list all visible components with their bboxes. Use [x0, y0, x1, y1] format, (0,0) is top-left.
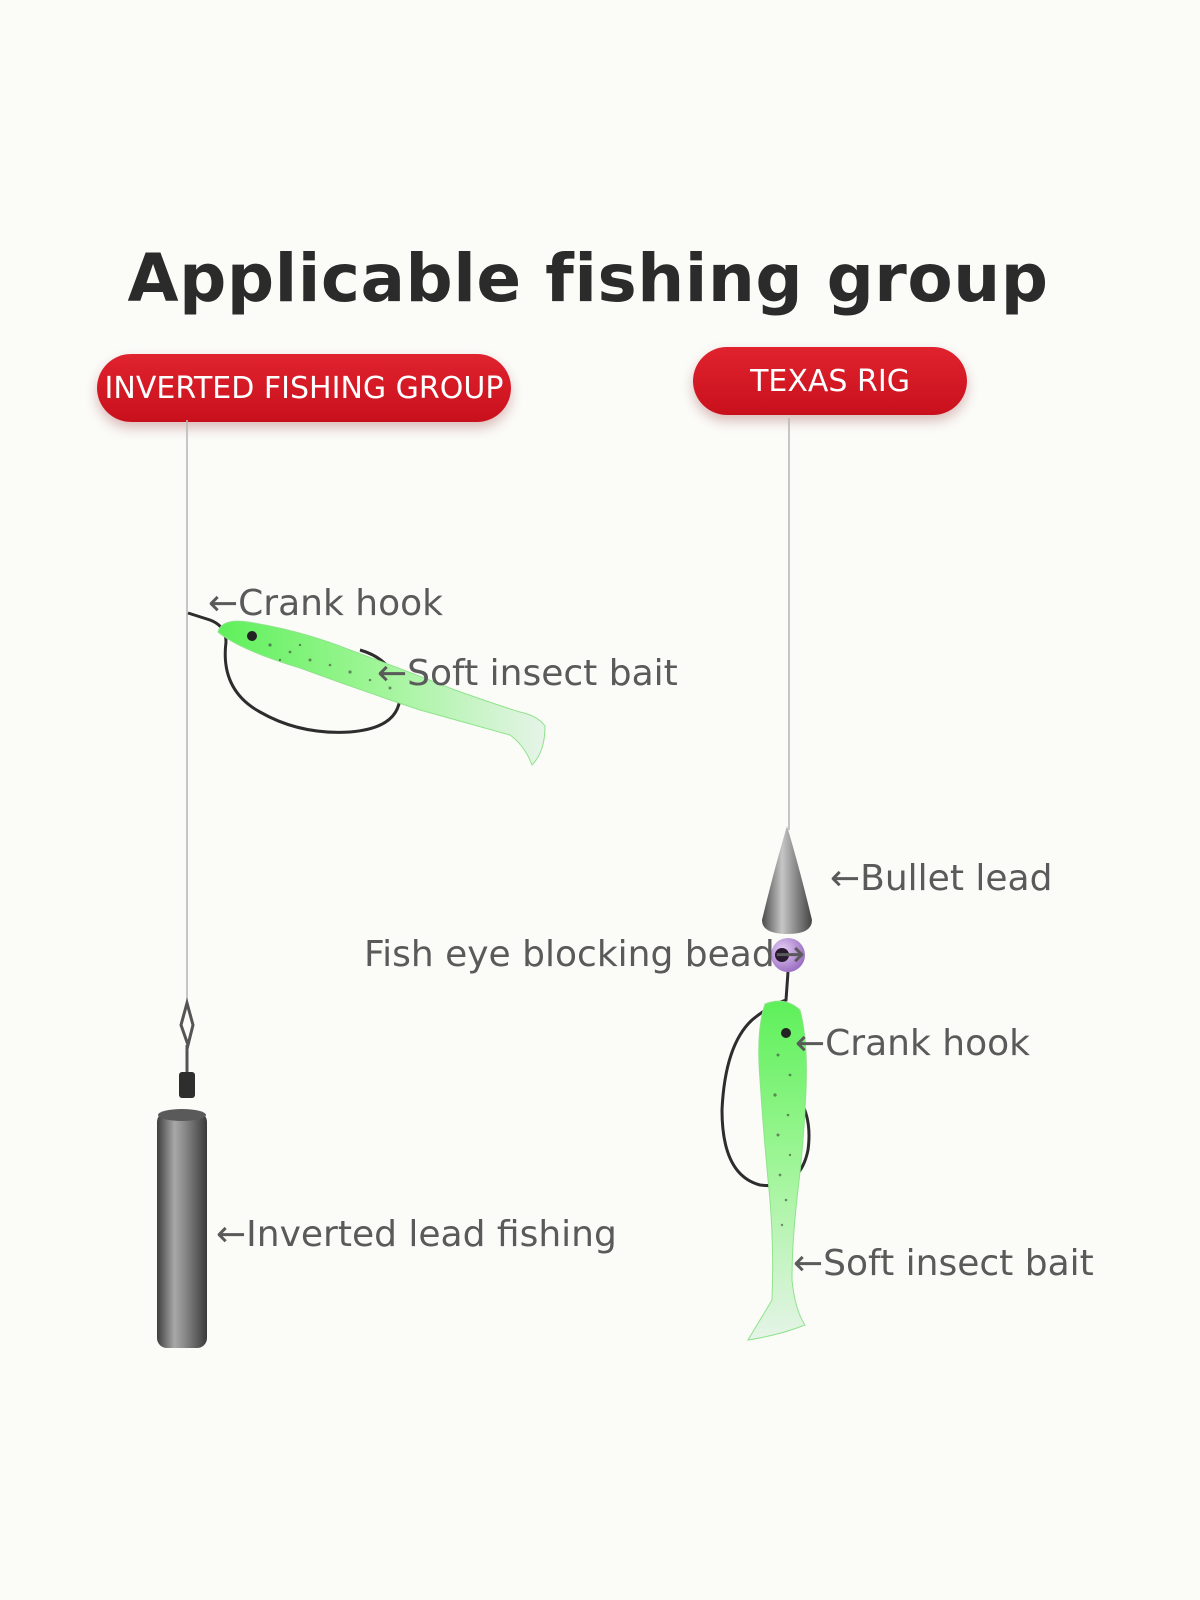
soft-insect-bait-right [747, 1000, 807, 1341]
page-title: Applicable fishing group [127, 240, 1049, 317]
inverted-fishing-group-label: INVERTED FISHING GROUP [104, 370, 504, 406]
label-soft-insect-bait-left: ←Soft insect bait [377, 653, 678, 694]
bait-eye-left [247, 631, 257, 641]
label-bullet-lead: ←Bullet lead [830, 858, 1053, 899]
inverted-fishing-group-badge: INVERTED FISHING GROUP [97, 354, 511, 422]
texas-rig-badge: TEXAS RIG [693, 347, 967, 415]
label-crank-hook-left: ←Crank hook [208, 583, 443, 624]
label-crank-hook-right: ←Crank hook [795, 1023, 1030, 1064]
bait-eye-right [781, 1028, 791, 1038]
texas-rig-label: TEXAS RIG [750, 363, 910, 399]
swivel-barrel [179, 1072, 195, 1098]
swivel-left [179, 997, 195, 1051]
label-soft-insect-bait-right: ←Soft insect bait [793, 1243, 1094, 1284]
inverted-rig [157, 420, 546, 1348]
label-fish-eye-bead: Fish eye blocking bead→ [364, 934, 805, 975]
crank-hook-right [720, 971, 811, 1188]
bullet-lead-weight [762, 826, 812, 934]
texas-rig [720, 418, 812, 1341]
soft-insect-bait-left [217, 620, 546, 766]
inverted-lead-weight [157, 1112, 207, 1348]
label-inverted-lead: ←Inverted lead fishing [216, 1214, 617, 1255]
